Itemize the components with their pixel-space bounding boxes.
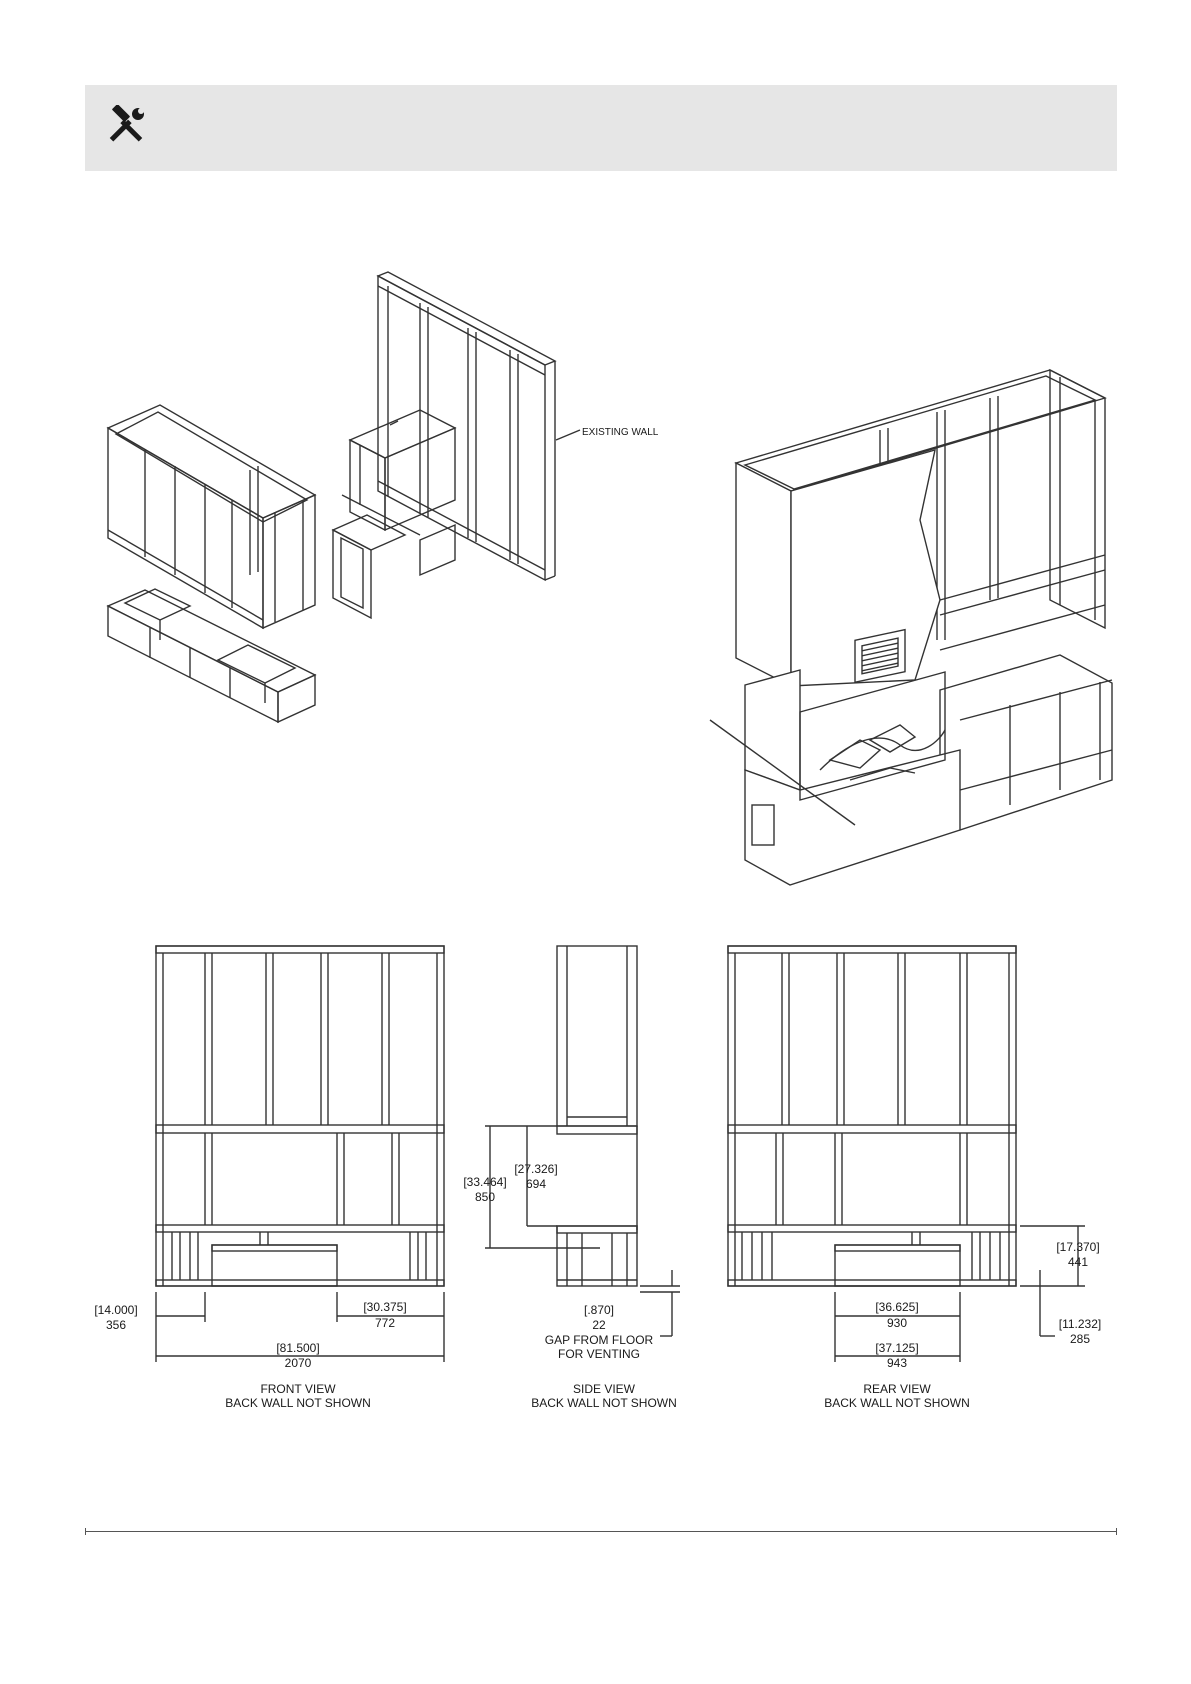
rear-dim-height-mm: 441 bbox=[1068, 1255, 1088, 1269]
footer-divider-tick-left bbox=[85, 1528, 86, 1535]
existing-wall-label: EXISTING WALL bbox=[582, 427, 659, 438]
front-dim-right-in: [30.375] bbox=[363, 1300, 406, 1314]
side-view-title: SIDE VIEW bbox=[573, 1382, 636, 1396]
front-dim-left-in: [14.000] bbox=[94, 1303, 137, 1317]
side-view-drawing bbox=[485, 946, 680, 1336]
firebox-trim-frame bbox=[333, 515, 455, 618]
existing-wall-frame bbox=[378, 272, 580, 580]
front-dim-total-in: [81.500] bbox=[276, 1341, 319, 1355]
rear-dim-offset-mm: 285 bbox=[1070, 1332, 1090, 1346]
front-dim-left-mm: 356 bbox=[106, 1318, 126, 1332]
rear-dim-outer-in: [37.125] bbox=[875, 1341, 918, 1355]
side-dim-gap-mm: 22 bbox=[592, 1318, 606, 1332]
rear-dim-outer-mm: 943 bbox=[887, 1356, 907, 1370]
side-dim-outer-in: [33.464] bbox=[463, 1175, 506, 1189]
rear-dim-offset-in: [11.232] bbox=[1059, 1317, 1101, 1331]
rear-dim-inner-in: [36.625] bbox=[875, 1300, 918, 1314]
footer-divider-tick-right bbox=[1116, 1528, 1117, 1535]
assembled-fireplace-diagram bbox=[710, 370, 1112, 885]
base-frame-box bbox=[108, 589, 315, 722]
rear-dim-height-in: [17.370] bbox=[1056, 1240, 1099, 1254]
side-view-subtitle: BACK WALL NOT SHOWN bbox=[531, 1396, 677, 1410]
side-dim-gap-in: [.870] bbox=[584, 1303, 614, 1317]
front-view-subtitle: BACK WALL NOT SHOWN bbox=[225, 1396, 371, 1410]
exploded-frame-diagram: EXISTING WALL bbox=[108, 272, 659, 722]
front-view-title: FRONT VIEW bbox=[260, 1382, 336, 1396]
side-gap-note-2: FOR VENTING bbox=[558, 1347, 640, 1361]
front-dim-right-mm: 772 bbox=[375, 1316, 395, 1330]
side-dim-inner-mm: 694 bbox=[526, 1177, 546, 1191]
front-dim-total-mm: 2070 bbox=[285, 1356, 312, 1370]
footer-divider bbox=[85, 1531, 1117, 1532]
side-dim-outer-mm: 850 bbox=[475, 1190, 495, 1204]
side-gap-note-1: GAP FROM FLOOR bbox=[545, 1333, 654, 1347]
side-dim-inner-in: [27.326] bbox=[514, 1162, 557, 1176]
upper-frame-box bbox=[108, 405, 315, 628]
rear-view-subtitle: BACK WALL NOT SHOWN bbox=[824, 1396, 970, 1410]
firebox-unit bbox=[342, 410, 455, 535]
rear-dim-inner-mm: 930 bbox=[887, 1316, 907, 1330]
rear-view-title: REAR VIEW bbox=[863, 1382, 931, 1396]
